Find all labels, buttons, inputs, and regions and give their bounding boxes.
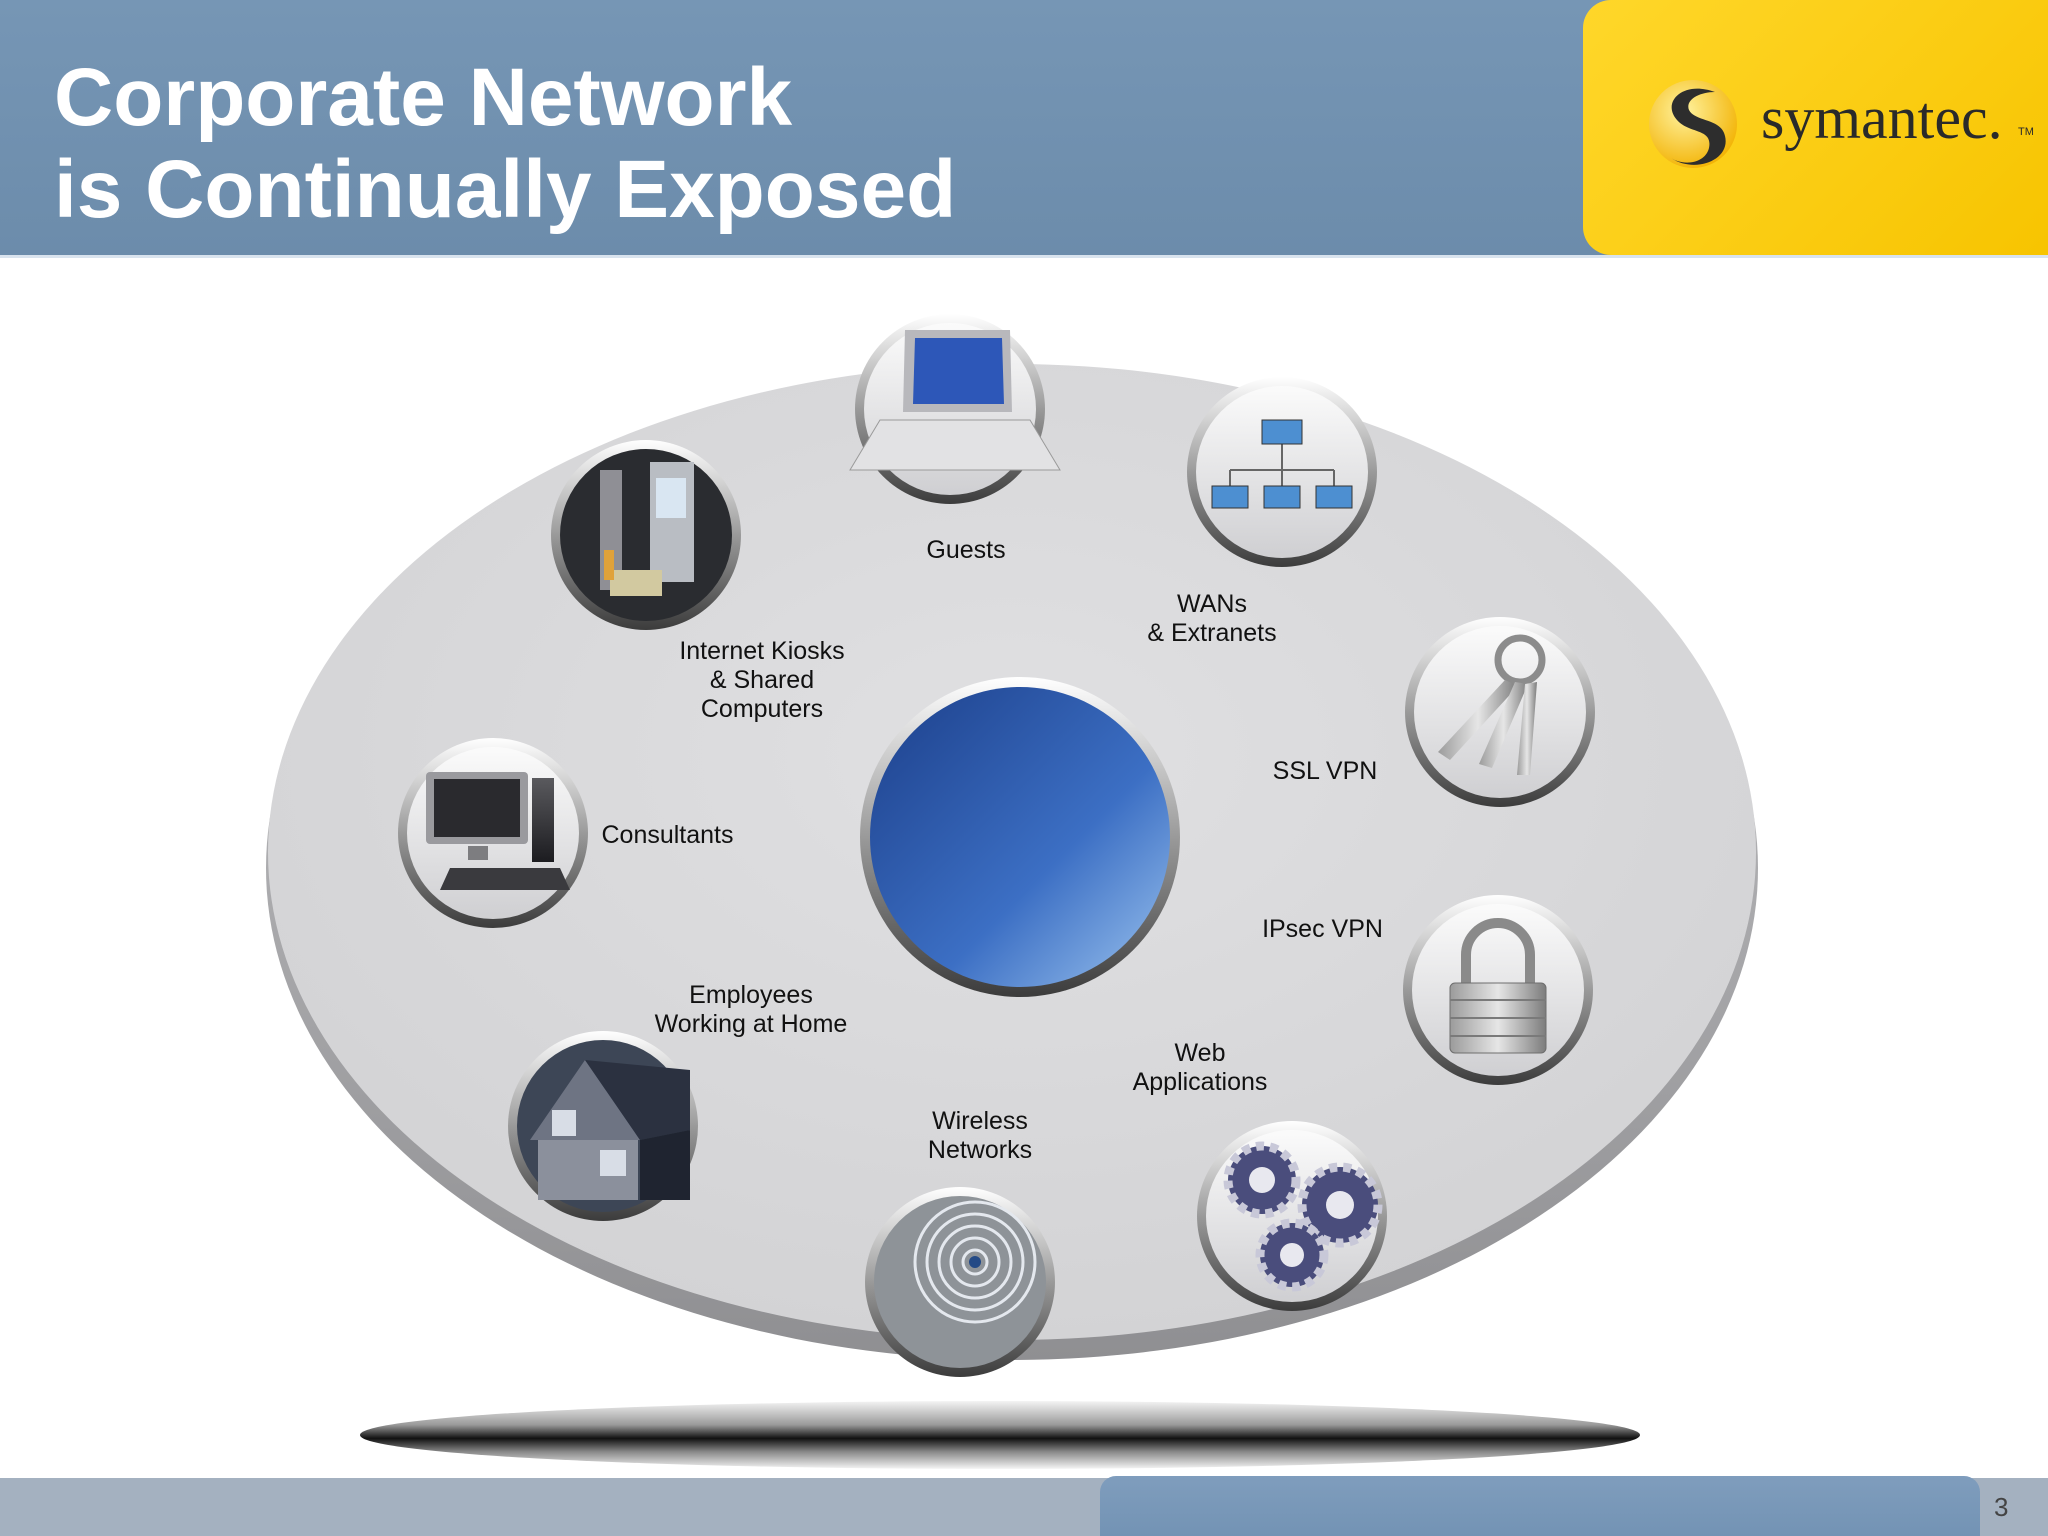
header-divider (0, 255, 2048, 258)
label-employees-home: Employees Working at Home (654, 981, 848, 1038)
wireless-signal-icon (865, 1187, 1055, 1377)
page-title: Corporate Network is Continually Exposed (54, 52, 956, 236)
desktop-computer-icon (398, 738, 588, 928)
gears-icon (1197, 1121, 1387, 1311)
label-ipsec-vpn: IPsec VPN (1262, 915, 1383, 943)
label-wans: WANs & Extranets (1147, 590, 1277, 647)
kiosk-terminal-icon (551, 440, 741, 630)
title-line-1: Corporate Network (54, 52, 793, 143)
house-icon (508, 1031, 698, 1221)
logo-wordmark: symantec. (1761, 85, 2003, 151)
label-guests: Guests (926, 536, 1006, 564)
center-building (860, 677, 1180, 1000)
label-wireless-networks: Wireless Networks (927, 1107, 1033, 1164)
platform-shadow (360, 1401, 1640, 1469)
symantec-mark-icon (1649, 80, 1737, 168)
page-number: 3 (1994, 1492, 2009, 1522)
network-topology-icon (1187, 377, 1377, 567)
laptop-icon (849, 314, 1061, 504)
label-ssl-vpn: SSL VPN (1272, 757, 1378, 785)
label-consultants: Consultants (601, 821, 734, 849)
padlock-icon (1403, 895, 1593, 1085)
keys-icon (1405, 617, 1595, 807)
symantec-logo: symantec. TM (1583, 0, 2048, 255)
logo-trademark: TM (2018, 126, 2034, 138)
footer-tab (1100, 1476, 1980, 1536)
label-kiosks: Internet Kiosks & Shared Computers (679, 637, 845, 723)
title-line-2: is Continually Exposed (54, 144, 957, 235)
label-web-applications: Web Applications (1132, 1039, 1268, 1096)
